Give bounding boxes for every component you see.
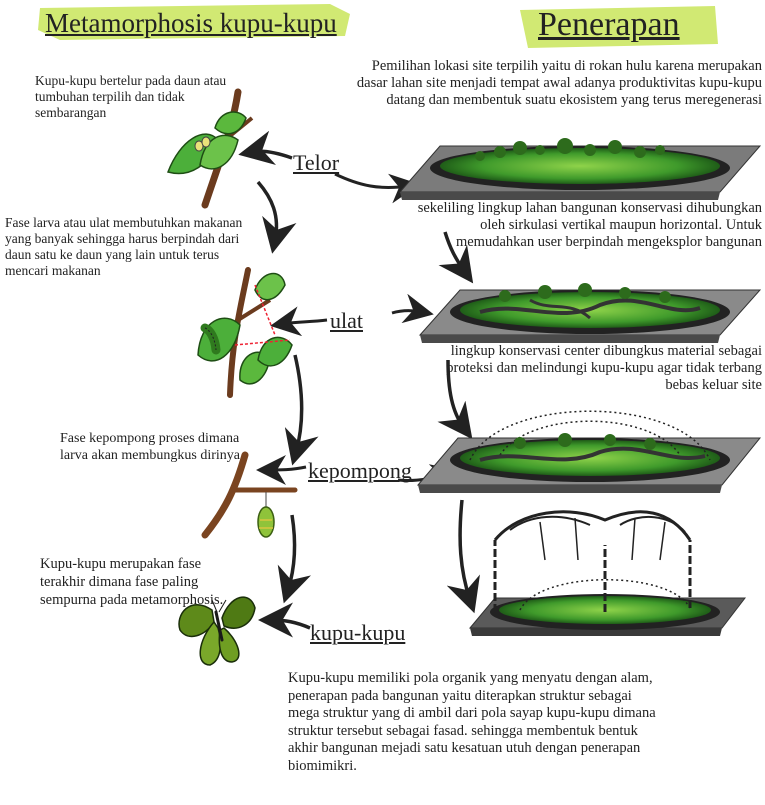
site-platform-1 bbox=[400, 138, 760, 200]
chrysalis-on-branch-icon bbox=[205, 455, 295, 537]
site-platform-3 bbox=[418, 411, 760, 493]
site-platform-4 bbox=[470, 512, 745, 636]
butterfly-icon bbox=[179, 597, 255, 665]
caterpillar-on-leaves-icon bbox=[198, 270, 292, 395]
leaf-branch-with-eggs-icon bbox=[168, 92, 252, 205]
site-platform-2 bbox=[420, 283, 760, 343]
